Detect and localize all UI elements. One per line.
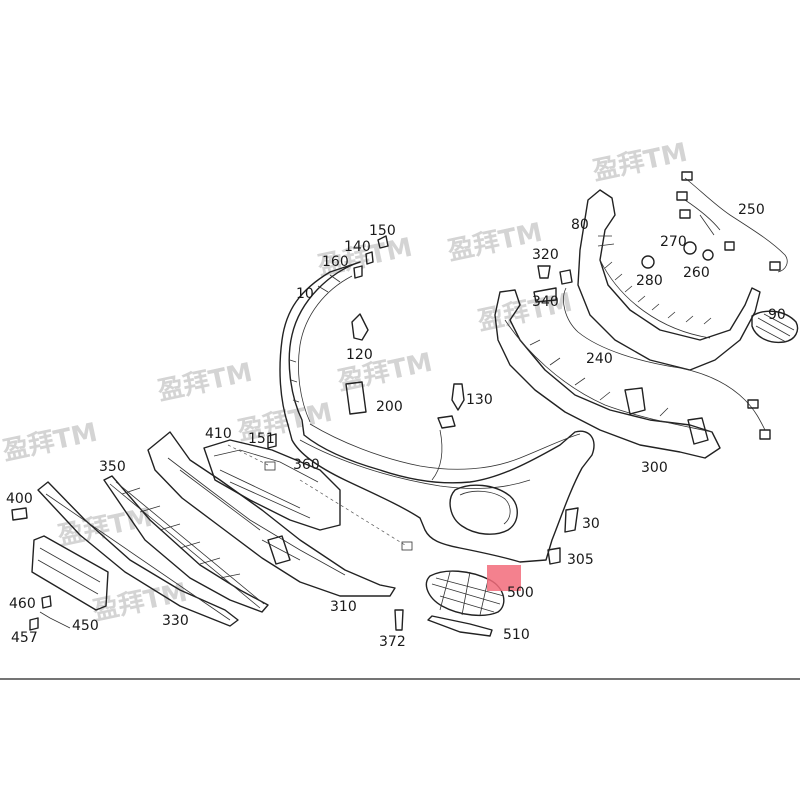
callout-140: 140 [344,239,371,255]
watermark-text: 盈拜TM [154,358,255,407]
callout-410: 410 [205,426,232,442]
callout-240: 240 [586,351,613,367]
callout-340: 340 [532,294,559,310]
callout-350: 350 [99,459,126,475]
callout-120: 120 [346,347,373,363]
upper-carrier-part [577,189,799,371]
callout-80: 80 [571,217,589,233]
callout-320: 320 [532,247,559,263]
callout-460: 460 [9,596,36,612]
wiring-harness-part [559,171,788,440]
chrome-strip-part [427,615,493,637]
callout-330: 330 [162,613,189,629]
lower-shield-part [203,439,341,531]
callout-400: 400 [6,491,33,507]
callout-372: 372 [379,634,406,650]
lower-grille-part [103,475,269,613]
callout-310: 310 [330,599,357,615]
callout-250: 250 [738,202,765,218]
callout-200: 200 [376,399,403,415]
callout-457: 457 [11,630,38,646]
callout-305: 305 [567,552,594,568]
callout-30: 30 [582,516,600,532]
callout-160: 160 [322,254,349,270]
callout-300: 300 [641,460,668,476]
watermark-text: 盈拜TM [444,218,545,267]
callout-260: 260 [683,265,710,281]
callout-10: 10 [296,286,314,302]
watermark-text: 盈拜TM [589,138,690,187]
lower-trim-part [37,481,239,627]
callout-500: 500 [507,585,534,601]
callout-510: 510 [503,627,530,643]
fog-lamp-grille-part [425,565,521,617]
lower-carrier-part [494,289,721,459]
callout-450: 450 [72,618,99,634]
callout-labels: 10 30 80 90 120 130 140 150 151 160 200 … [6,202,786,650]
front-spoiler-part [147,431,396,597]
callout-150: 150 [369,223,396,239]
fastener-parts [11,235,579,631]
callout-360: 360 [293,457,320,473]
callout-90: 90 [768,307,786,323]
highlight-marker [487,565,521,591]
callout-151: 151 [248,431,275,447]
leader-lines [39,444,413,629]
watermark-text: 盈拜TM [474,288,575,337]
bumper-cover-part [279,261,595,563]
license-plate-bracket-part [31,535,109,611]
watermark-text: 盈拜TM [0,418,100,467]
callout-270: 270 [660,234,687,250]
callout-130: 130 [466,392,493,408]
callout-280: 280 [636,273,663,289]
